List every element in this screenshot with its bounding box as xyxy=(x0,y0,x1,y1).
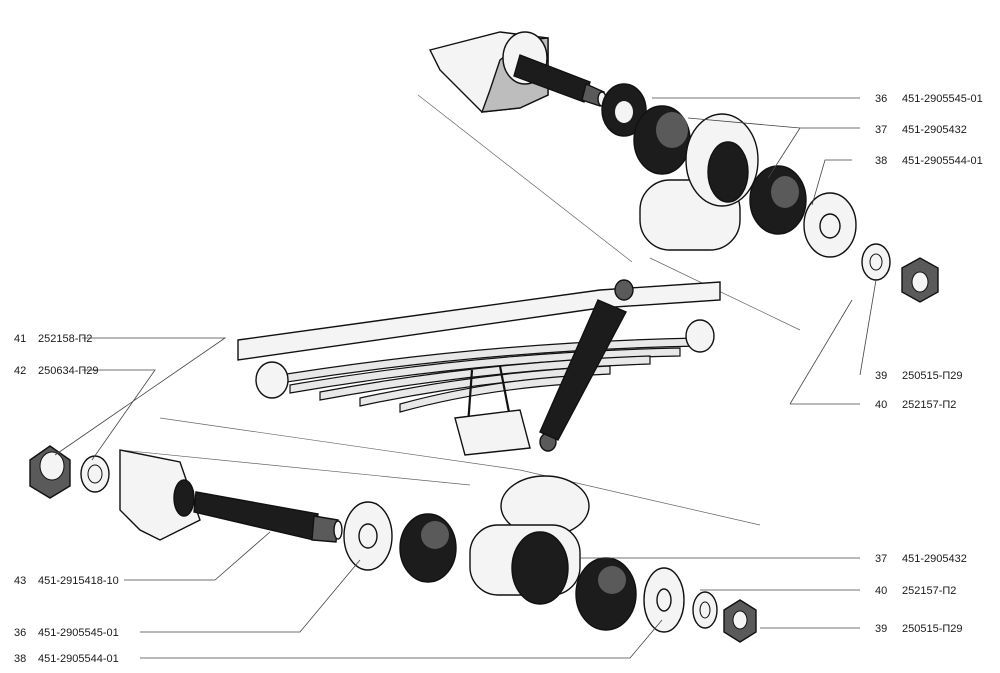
callout-num: 40 xyxy=(875,399,887,411)
callout-code: 250634-П29 xyxy=(38,365,99,377)
washer-36-upper xyxy=(601,83,647,137)
callout-num: 42 xyxy=(14,365,26,377)
callout-num: 39 xyxy=(875,623,887,635)
callout-num: 41 xyxy=(14,333,26,345)
callout-code: 252157-П2 xyxy=(902,399,956,411)
bushing-37-lower-b xyxy=(575,557,637,631)
callout-code: 250515-П29 xyxy=(902,370,963,382)
callout-num: 38 xyxy=(14,653,26,665)
callout-num: 37 xyxy=(875,553,887,565)
washer-38-lower xyxy=(643,567,685,633)
nut-39-lower xyxy=(723,599,757,643)
shock-lower-eye xyxy=(469,475,590,605)
callout-code: 451-2915418-10 xyxy=(38,575,119,587)
leader-lines xyxy=(54,97,877,659)
bushing-37-upper-b xyxy=(749,165,807,235)
callout-num: 38 xyxy=(875,155,887,167)
callout-num: 37 xyxy=(875,124,887,136)
spring-front-eye xyxy=(255,361,289,399)
callout-code: 252157-П2 xyxy=(902,585,956,597)
callout-code: 250515-П29 xyxy=(902,623,963,635)
washer-36-lower xyxy=(343,501,393,571)
washer-38-upper xyxy=(803,192,857,258)
callout-num: 39 xyxy=(875,370,887,382)
callout-code: 451-2905432 xyxy=(902,553,967,565)
spring-leaves xyxy=(261,337,701,413)
lower-mount-assembly xyxy=(29,445,757,643)
bushing-37-lower-a xyxy=(399,513,457,583)
shock-upper-eye xyxy=(639,113,759,251)
upper-pin xyxy=(513,54,607,107)
callout-code: 451-2905432 xyxy=(902,124,967,136)
callout-code: 451-2905545-01 xyxy=(902,93,983,105)
axle-mount xyxy=(454,409,531,456)
nut-39-upper xyxy=(901,257,939,303)
callout-num: 36 xyxy=(14,627,26,639)
shock-absorber-body xyxy=(539,299,627,441)
lockwasher-42-lower xyxy=(80,455,110,493)
callout-num: 40 xyxy=(875,585,887,597)
upper-mount-assembly xyxy=(428,31,939,303)
lower-pin-43 xyxy=(193,491,343,543)
callout-num: 43 xyxy=(14,575,26,587)
lockwasher-40-upper xyxy=(861,243,891,281)
callout-code: 252158-П2 xyxy=(38,333,92,345)
lower-bracket xyxy=(119,449,201,541)
callout-code: 451-2905545-01 xyxy=(38,627,119,639)
bushing-37-upper-a xyxy=(633,105,691,175)
lockwasher-40-lower xyxy=(692,591,718,629)
nut-41-lower xyxy=(29,445,71,499)
callout-num: 36 xyxy=(875,93,887,105)
shock-top-eye xyxy=(614,279,634,301)
leaf-spring-assembly xyxy=(237,279,721,456)
spring-rear-eye xyxy=(685,319,715,353)
callout-code: 451-2905544-01 xyxy=(902,155,983,167)
callout-labels: 36 451-2905545-01 37 451-2905432 38 451-… xyxy=(14,93,983,665)
callout-code: 451-2905544-01 xyxy=(38,653,119,665)
